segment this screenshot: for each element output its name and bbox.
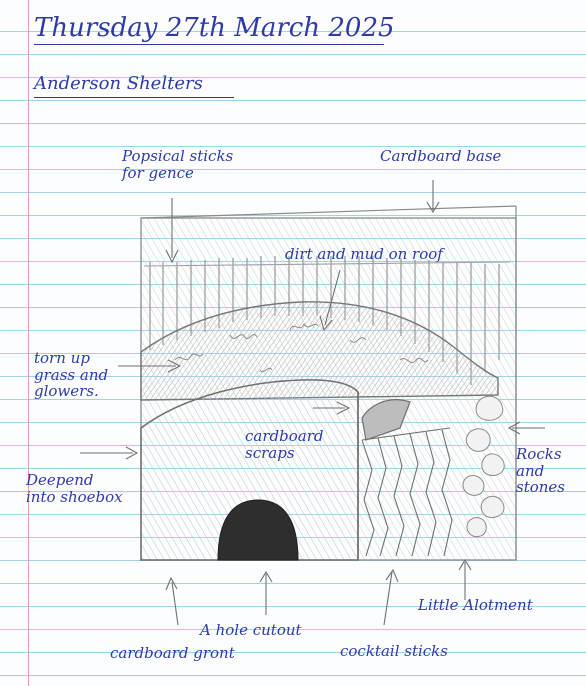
label-cardboard-scraps: cardboard scraps <box>245 427 324 462</box>
date-title: Thursday 27th March 2025 <box>34 13 395 43</box>
title-underline <box>34 44 384 45</box>
label-dirt-roof: dirt and mud on roof <box>285 245 443 263</box>
label-popsicle-sticks: Popsical sticks for gence <box>122 147 234 182</box>
annotation-arrows <box>80 180 545 626</box>
grass-scribbles <box>174 322 429 373</box>
cardboard-scrap <box>361 399 411 441</box>
rocks <box>462 395 505 538</box>
hole-doorway <box>217 499 299 561</box>
shelter-arch <box>140 379 359 561</box>
label-little-allotment: Little Alotment <box>418 596 533 614</box>
label-hole-cutout: A hole cutout <box>200 621 302 639</box>
label-cardboard-base: Cardboard base <box>380 147 502 165</box>
roof-mound <box>140 301 499 401</box>
page-heading: Anderson Shelters <box>34 73 203 94</box>
label-cardboard-front: cardboard gront <box>110 644 235 662</box>
label-cocktail-sticks: cocktail sticks <box>340 642 448 660</box>
label-deepend-shoebox: Deepend into shoebox <box>26 471 123 506</box>
label-rocks-stones: Rocks and stones <box>516 445 565 496</box>
heading-underline <box>34 97 234 98</box>
margin-line <box>28 0 29 686</box>
label-torn-grass: torn up grass and glowers. <box>34 349 109 400</box>
allotment-sticks <box>361 427 453 557</box>
